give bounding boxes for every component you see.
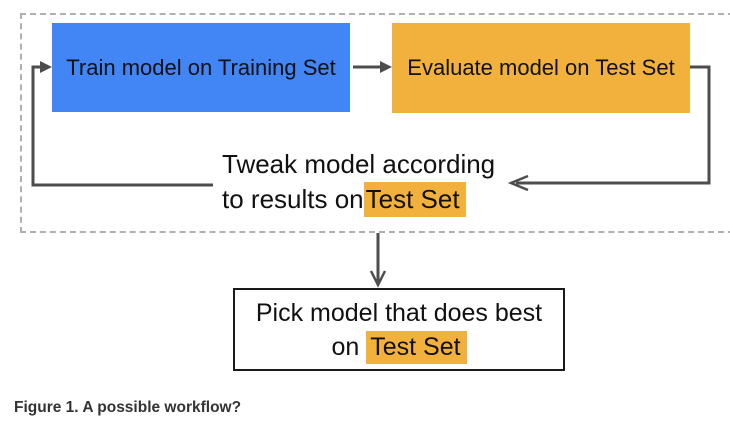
pick-model-test-set-highlight: Test Set: [366, 330, 467, 364]
tweak-note-line2: to results onTest Set: [222, 182, 495, 217]
pick-model-line2-prefix: on: [331, 332, 367, 361]
pick-model-line1: Pick model that does best: [255, 298, 543, 327]
train-model-box: Train model on Training Set: [52, 23, 350, 112]
evaluate-model-box: Evaluate model on Test Set: [392, 23, 690, 113]
tweak-note: Tweak model according to results onTest …: [222, 147, 495, 217]
evaluate-model-label: Evaluate model on Test Set: [407, 55, 675, 80]
figure-caption: Figure 1. A possible workflow?: [14, 399, 242, 416]
tweak-note-line2-prefix: to results on: [222, 184, 364, 214]
pick-model-line2: on Test Set: [331, 330, 467, 364]
arrow-loop-to-pick: [369, 233, 387, 288]
tweak-note-test-set-highlight: Test Set: [363, 182, 466, 217]
iteration-loop-frame: [20, 13, 730, 233]
pick-model-box: Pick model that does best on Test Set: [233, 288, 565, 371]
train-model-label: Train model on Training Set: [66, 54, 336, 80]
tweak-note-line1: Tweak model according: [222, 149, 496, 179]
